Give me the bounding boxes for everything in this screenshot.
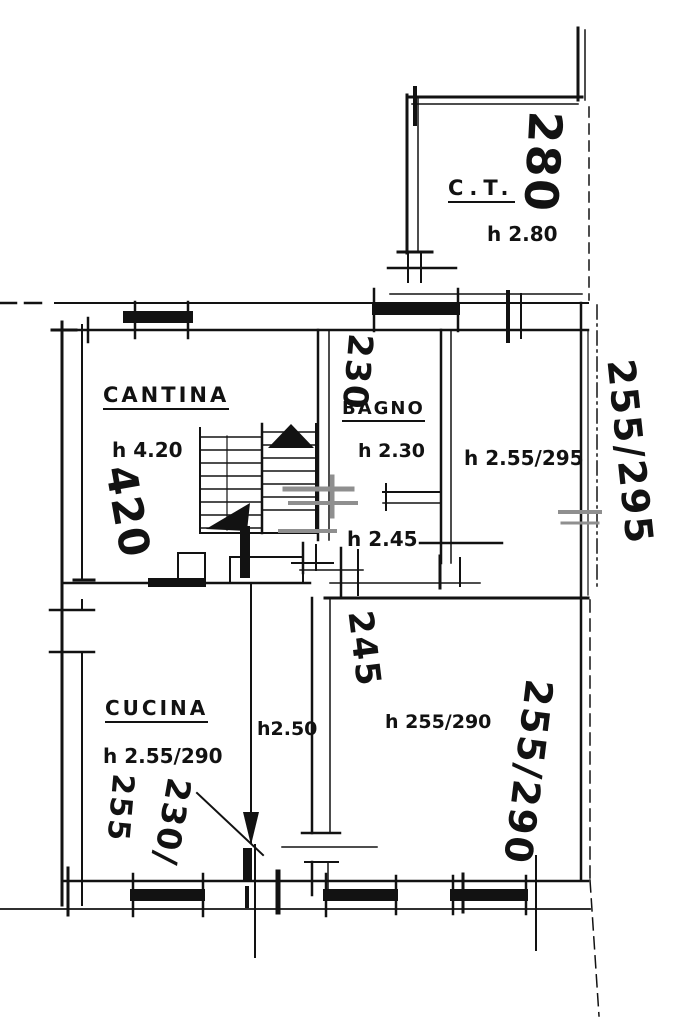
dim-ct-width: 280 [513,109,573,215]
height-note-corridor: h2.50 [257,718,318,740]
cucina-door [195,791,265,880]
bottom-wall [0,855,591,951]
pencil-marks [278,474,602,533]
room-label-ct: C.T. [448,176,515,203]
dim-cucina-left: 255 [99,772,141,844]
room-label-cucina: CUCINA [105,696,209,723]
height-note-cucina: h 2.55/290 [103,744,223,768]
staircase [199,422,317,578]
dim-bagno-width: 230 [333,331,381,413]
room-label-bagno: BAGNO [342,398,425,422]
ct-room-walls [386,26,590,301]
height-note-bagno: h 2.30 [358,440,426,462]
height-note-bottom-right-room: h 255/290 [385,711,492,733]
stair-up-arrow [268,424,314,448]
height-note-hall: h 2.45 [347,527,418,551]
right-wall [579,301,600,1017]
main-top-wall [60,300,590,344]
middle-divider-walls [60,541,590,600]
height-note-right-room: h 2.55/295 [464,446,584,470]
left-wall [48,320,96,907]
corridor-walls [243,582,378,958]
stair-turn-arrow [206,503,250,531]
upper-boundary-walls [0,287,589,343]
height-note-ct: h 2.80 [487,222,558,246]
room-label-cantina: CANTINA [103,383,230,410]
height-note-cantina: h 4.20 [112,438,183,462]
stair-down-arrow [243,812,259,845]
